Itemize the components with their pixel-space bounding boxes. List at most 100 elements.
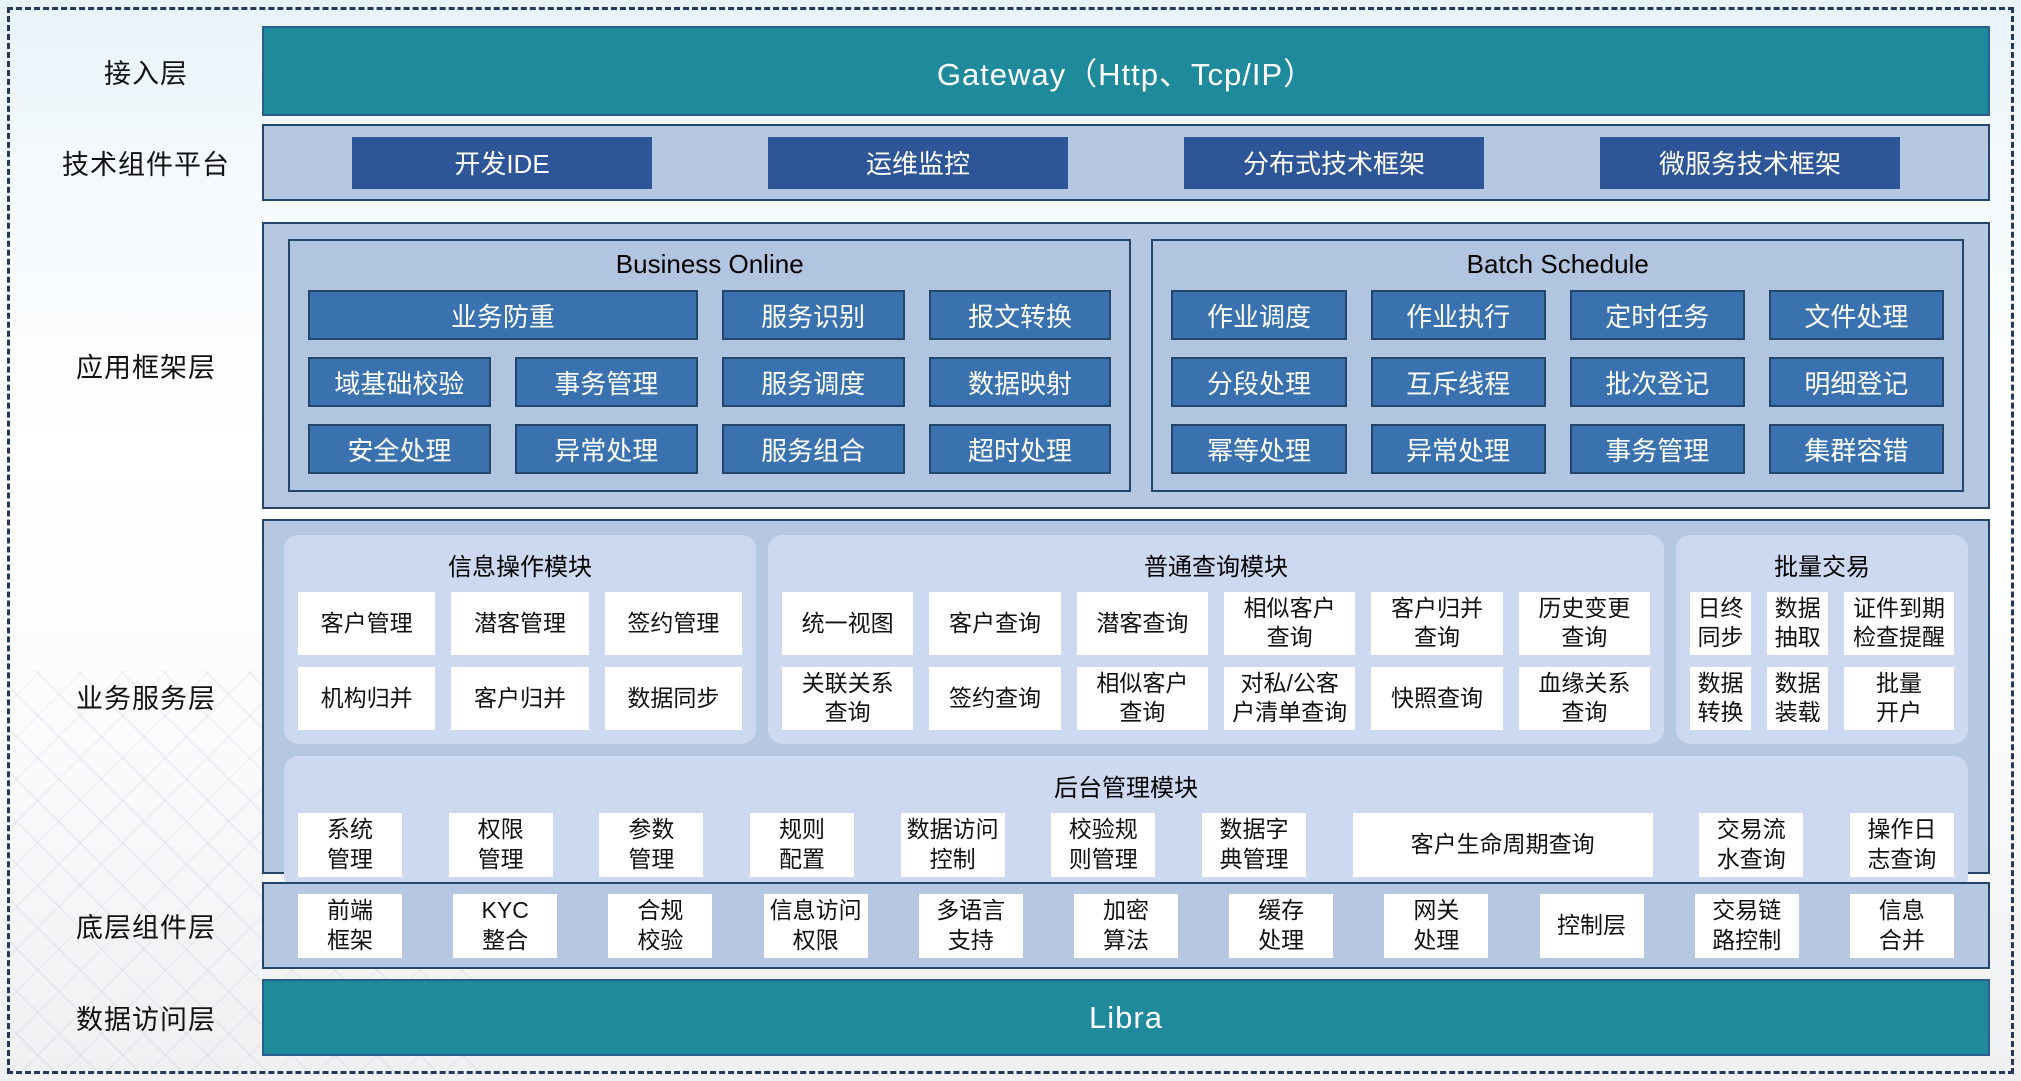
base-item: KYC 整合	[453, 893, 558, 958]
layer-app-framework: 应用框架层 Business Online 业务防重 服务识别 报文转换 域基础…	[0, 222, 2021, 509]
bs-item: 事务管理	[1569, 424, 1745, 474]
tech-platform-label: 技术组件平台	[62, 150, 230, 180]
data-access-label: 数据访问层	[76, 1005, 216, 1035]
info-operation-grid: 客户管理 潜客管理 签约管理 机构归并 客户归并 数据同步	[298, 592, 742, 730]
base-item: 前端 框架	[298, 893, 402, 958]
bs-item: 定时任务	[1569, 290, 1745, 340]
admin-item: 交易流 水查询	[1699, 812, 1804, 877]
admin-item: 数据访问 控制	[900, 812, 1005, 877]
business-service-label: 业务服务层	[76, 684, 216, 714]
query-item: 对私/公客 户清单查询	[1223, 666, 1356, 730]
bo-item: 业务防重	[308, 290, 698, 340]
bo-item: 安全处理	[308, 424, 491, 474]
info-item: 客户归并	[451, 666, 589, 730]
bo-item: 域基础校验	[308, 357, 491, 407]
architecture-diagram: 接入层 Gateway（Http、Tcp/IP） 技术组件平台 开发IDE 运维…	[0, 26, 2021, 1056]
module-general-query: 普通查询模块 统一视图 客户查询 潜客查询 相似客户 查询 客户归并 查询 历史…	[768, 535, 1664, 744]
info-item: 机构归并	[298, 666, 436, 730]
app-framework-container: Business Online 业务防重 服务识别 报文转换 域基础校验 事务管…	[262, 222, 1990, 509]
query-item: 关联关系 查询	[782, 666, 914, 730]
batch-trade-item: 证件到期 检查提醒	[1844, 592, 1954, 655]
bs-item: 明细登记	[1768, 357, 1944, 407]
batch-trade-title: 批量交易	[1774, 554, 1870, 581]
tech-item-distributed-framework: 分布式技术框架	[1184, 136, 1484, 189]
query-item: 潜客查询	[1076, 592, 1208, 655]
bs-item: 异常处理	[1370, 424, 1546, 474]
batch-schedule-grid: 作业调度 作业执行 定时任务 文件处理 分段处理 互斥线程 批次登记 明细登记 …	[1171, 290, 1944, 476]
base-item: 合规 校验	[608, 893, 713, 958]
base-item: 网关 处理	[1384, 893, 1489, 958]
base-item: 缓存 处理	[1229, 893, 1334, 958]
bs-item: 作业执行	[1370, 290, 1546, 340]
query-item: 相似客户 查询	[1076, 666, 1208, 730]
admin-item: 操作日 志查询	[1849, 812, 1954, 877]
layer-business-service: 业务服务层 信息操作模块 客户管理 潜客管理 签约管理 机构归并 客户归并 数据…	[0, 519, 2021, 891]
info-item: 签约管理	[604, 592, 742, 655]
batch-trade-item: 批量 开户	[1844, 666, 1954, 730]
query-item: 历史变更 查询	[1518, 592, 1650, 655]
info-item: 潜客管理	[451, 592, 589, 655]
bs-item: 互斥线程	[1370, 357, 1546, 407]
info-item: 客户管理	[298, 592, 436, 655]
business-online-title: Business Online	[615, 249, 804, 279]
bs-item: 分段处理	[1171, 357, 1347, 407]
admin-item: 权限 管理	[448, 812, 553, 877]
bs-item: 幂等处理	[1171, 424, 1347, 474]
batch-trade-item: 数据 抽取	[1767, 592, 1829, 655]
panel-business-online: Business Online 业务防重 服务识别 报文转换 域基础校验 事务管…	[288, 239, 1132, 492]
libra-bar: Libra	[262, 979, 1990, 1056]
bs-item: 批次登记	[1569, 357, 1745, 407]
base-item: 信息 合并	[1849, 893, 1954, 958]
layer-base-components: 底层组件层 前端 框架 KYC 整合 合规 校验 信息访问 权限 多语言 支持 …	[0, 882, 2021, 969]
admin-item-customer-lifecycle: 客户生命周期查询	[1352, 812, 1653, 877]
business-online-grid: 业务防重 服务识别 报文转换 域基础校验 事务管理 服务调度 数据映射 安全处理…	[308, 290, 1112, 476]
info-operation-title: 信息操作模块	[448, 554, 592, 581]
general-query-title: 普通查询模块	[1144, 554, 1288, 581]
bo-item: 数据映射	[928, 357, 1112, 407]
admin-item: 校验规 则管理	[1051, 812, 1156, 877]
panel-batch-schedule: Batch Schedule 作业调度 作业执行 定时任务 文件处理 分段处理 …	[1151, 239, 1964, 492]
backend-admin-title: 后台管理模块	[1054, 774, 1198, 802]
batch-trade-item: 日终 同步	[1690, 592, 1752, 655]
tech-item-ide: 开发IDE	[352, 136, 652, 189]
batch-schedule-title: Batch Schedule	[1466, 249, 1649, 279]
admin-item: 数据字 典管理	[1201, 812, 1306, 877]
batch-trade-item: 数据 装载	[1767, 666, 1829, 730]
tech-item-microservice-framework: 微服务技术框架	[1600, 136, 1900, 189]
base-item: 信息访问 权限	[763, 893, 868, 958]
admin-item: 参数 管理	[599, 812, 704, 877]
query-item: 签约查询	[929, 666, 1061, 730]
app-framework-label: 应用框架层	[76, 353, 216, 383]
bo-item: 超时处理	[928, 424, 1112, 474]
query-item: 快照查询	[1371, 666, 1503, 730]
backend-admin-grid: 系统 管理 权限 管理 参数 管理 规则 配置 数据访问 控制 校验规 则管理 …	[298, 812, 1954, 877]
query-item: 相似客户 查询	[1223, 592, 1356, 655]
base-components-container: 前端 框架 KYC 整合 合规 校验 信息访问 权限 多语言 支持 加密 算法 …	[262, 882, 1990, 969]
admin-item: 系统 管理	[298, 812, 402, 877]
bo-item: 事务管理	[514, 357, 698, 407]
batch-trade-grid: 日终 同步 数据 抽取 证件到期 检查提醒 数据 转换 数据 装载 批量 开户	[1690, 592, 1954, 730]
bs-item: 集群容错	[1768, 424, 1944, 474]
layer-data-access: 数据访问层 Libra	[0, 979, 2021, 1056]
tech-platform-container: 开发IDE 运维监控 分布式技术框架 微服务技术框架	[262, 124, 1990, 201]
batch-trade-item: 数据 转换	[1690, 666, 1752, 730]
query-item: 客户归并 查询	[1371, 592, 1503, 655]
bo-item: 服务组合	[721, 424, 905, 474]
layer-tech-platform: 技术组件平台 开发IDE 运维监控 分布式技术框架 微服务技术框架	[0, 124, 2021, 201]
bs-item: 作业调度	[1171, 290, 1347, 340]
query-item: 血缘关系 查询	[1518, 666, 1650, 730]
gateway-bar: Gateway（Http、Tcp/IP）	[262, 26, 1990, 116]
bo-item: 异常处理	[514, 424, 698, 474]
query-item: 统一视图	[782, 592, 914, 655]
layer-access: 接入层 Gateway（Http、Tcp/IP）	[0, 26, 2021, 116]
module-batch-trade: 批量交易 日终 同步 数据 抽取 证件到期 检查提醒 数据 转换 数据 装载 批…	[1676, 535, 1968, 744]
business-service-top-row: 信息操作模块 客户管理 潜客管理 签约管理 机构归并 客户归并 数据同步 普通查…	[284, 535, 1968, 744]
bs-item: 文件处理	[1768, 290, 1944, 340]
tech-item-ops-monitor: 运维监控	[768, 136, 1068, 189]
base-components-label: 底层组件层	[76, 913, 216, 943]
bo-item: 服务调度	[721, 357, 905, 407]
module-backend-admin: 后台管理模块 系统 管理 权限 管理 参数 管理 规则 配置 数据访问 控制 校…	[284, 755, 1968, 891]
base-item: 多语言 支持	[918, 893, 1023, 958]
access-layer-label: 接入层	[104, 58, 188, 89]
base-item: 交易链 路控制	[1694, 893, 1799, 958]
